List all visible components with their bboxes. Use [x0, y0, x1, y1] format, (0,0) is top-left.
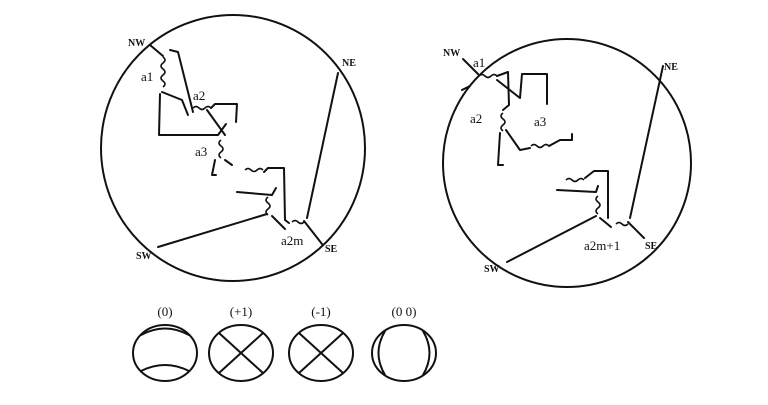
corner-label-se: SE	[645, 241, 658, 252]
strand-se	[303, 220, 323, 245]
strand-a3-dots	[224, 159, 233, 166]
strand-a1-left	[461, 85, 471, 91]
strand-a1-loop	[496, 73, 548, 105]
strand-mid-left	[556, 185, 599, 193]
basic-tangle-minus-one: (-1)	[288, 304, 354, 382]
twist-label-a2m: a2m	[281, 233, 303, 248]
strand-ne	[629, 65, 664, 219]
strand-a2-a3	[206, 109, 226, 136]
basic-tangle-label: (+1)	[230, 304, 253, 319]
corner-label-se: SE	[325, 244, 338, 255]
corner-label-sw: SW	[136, 251, 152, 262]
strand-sw	[157, 213, 268, 248]
basic-tangle-zero: (0)	[132, 304, 198, 382]
twist-a1-mark	[160, 56, 166, 88]
strand-a5-last	[599, 217, 612, 228]
twist-label-a3: a3	[534, 114, 546, 129]
basic-tangle-label: (0)	[157, 304, 172, 319]
basic-tangle-plus-one: (+1)	[208, 304, 274, 382]
twist-label-a1: a1	[141, 69, 153, 84]
corner-label-ne: NE	[342, 58, 356, 69]
strand-ne	[306, 72, 339, 219]
right-boundary-circle	[442, 38, 692, 288]
strand-a1-right	[496, 71, 510, 111]
strand-a1-a2	[161, 91, 189, 116]
twist-a4-mark	[565, 177, 585, 183]
corner-label-nw: NW	[128, 38, 145, 49]
twist-a3-mark	[530, 143, 550, 149]
strand-mid-right	[584, 170, 609, 219]
strand-se	[627, 221, 645, 239]
twist-a5-mark	[265, 196, 271, 216]
basic-tangle-label: (-1)	[311, 304, 331, 319]
twist-label-a2: a2	[470, 111, 482, 126]
corner-label-sw: SW	[484, 264, 500, 275]
twist-label-a2m-plus-1: a2m+1	[584, 238, 620, 253]
strand-a2-a3	[505, 129, 531, 151]
basic-tangle-label: (0 0)	[392, 304, 417, 319]
twist-label-a3: a3	[195, 144, 207, 159]
corner-label-ne: NE	[664, 62, 678, 73]
twist-a2m-mark	[291, 219, 305, 225]
strand-nw	[462, 58, 479, 75]
strand-mid-left	[236, 187, 277, 196]
twist-a1-mark	[478, 73, 498, 79]
twist-a5-mark	[595, 195, 601, 215]
strand-a3-right	[548, 133, 573, 147]
strand-a2-left	[497, 132, 504, 166]
strand-a5-a2m	[271, 215, 286, 230]
strand-mid-right	[263, 167, 290, 224]
left-tangle: NW NE SW SE a1 a2 a3 a2m	[100, 14, 366, 282]
right-tangle: NW NE SW SE a1 a2 a3 a2m+1	[442, 38, 692, 288]
twist-a2-mark	[500, 112, 506, 132]
strand-a3-left	[211, 159, 217, 176]
strand-sw	[506, 215, 597, 263]
twist-a4-mark	[244, 167, 264, 173]
corner-label-nw: NW	[443, 48, 460, 59]
basic-tangle-zero-zero: (0 0)	[371, 304, 437, 382]
twist-label-a2: a2	[193, 88, 205, 103]
twist-label-a1: a1	[473, 55, 485, 70]
twist-last-mark	[615, 221, 629, 227]
twist-a2-mark	[192, 105, 212, 111]
strand-a2-right	[210, 103, 238, 123]
strand-nw	[149, 44, 194, 113]
left-boundary-circle	[100, 14, 366, 282]
twist-a3-mark	[218, 139, 224, 159]
